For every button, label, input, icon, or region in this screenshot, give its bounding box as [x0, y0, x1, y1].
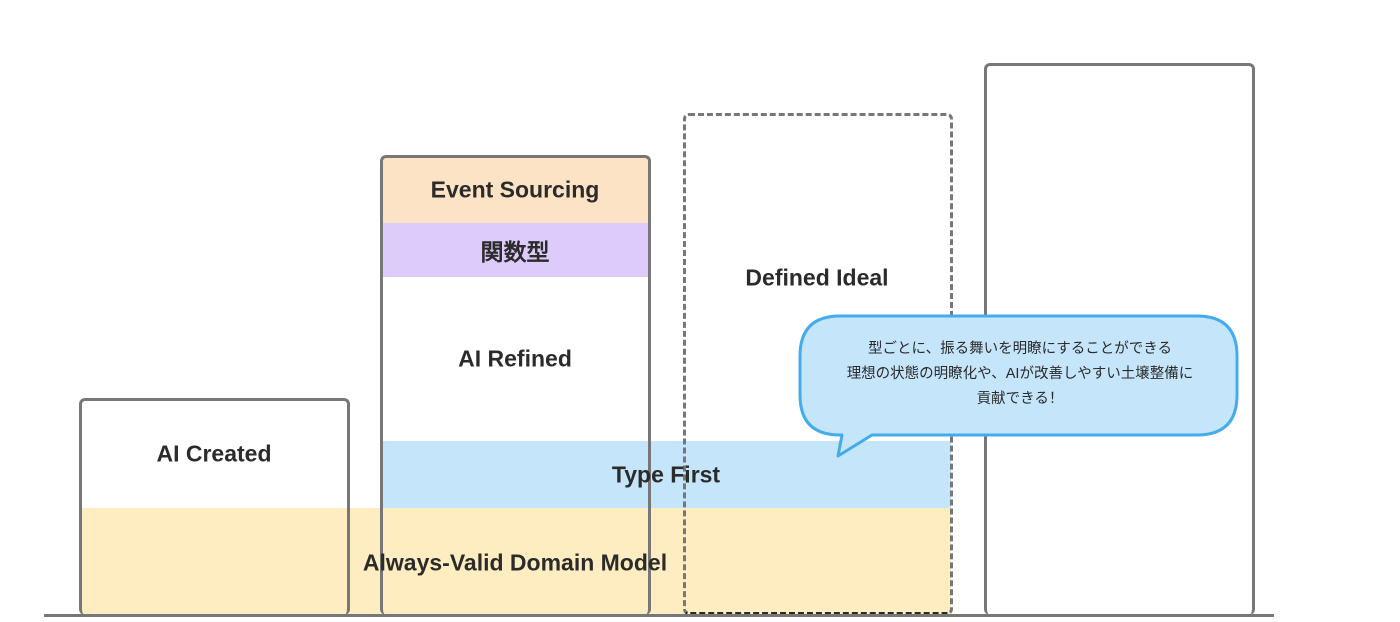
callout-line: 型ごとに、振る舞いを明瞭にすることができる — [868, 341, 1172, 357]
ai-refined-column — [380, 155, 651, 615]
defined-ideal-label: Defined Ideal — [745, 264, 889, 291]
functional-label: 関数型 — [480, 239, 550, 265]
ai-refined-label: AI Refined — [458, 345, 572, 372]
callout-line: 理想の状態の明瞭化や、AIが改善しやすい土壌整備に — [846, 366, 1194, 382]
callout-line: 貢献できる！ — [976, 391, 1064, 407]
type-first-label: Type First — [611, 461, 721, 488]
event-sourcing-layer — [382, 157, 649, 223]
callout-text: 型ごとに、振る舞いを明瞭にすることができる 理想の状態の明瞭化や、AIが改善しや… — [804, 337, 1236, 412]
type-first-band — [382, 441, 951, 508]
ai-created-column — [79, 398, 350, 615]
always-valid-band — [80, 508, 951, 615]
baseline — [44, 614, 1274, 617]
always-valid-label: Always-Valid Domain Model — [362, 549, 668, 576]
functional-layer — [382, 223, 649, 277]
ai-created-label: AI Created — [156, 440, 272, 467]
event-sourcing-label: Event Sourcing — [430, 176, 600, 203]
